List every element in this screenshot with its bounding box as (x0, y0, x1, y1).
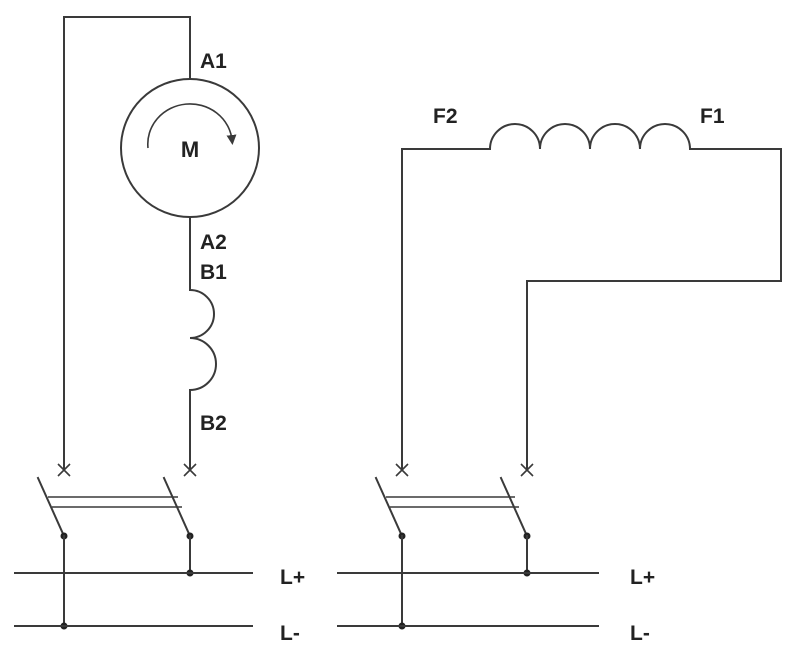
terminal-b2-label: B2 (200, 412, 227, 435)
motor-symbol: M (120, 78, 260, 218)
motor-symbol-label: M (181, 137, 199, 162)
armature-circuit: M A1 A2 B1 B2 (63, 16, 260, 471)
terminal-f2-label: F2 (433, 105, 458, 128)
terminal-a1-label: A1 (200, 50, 227, 73)
left-supply-bus: L+ L- (14, 566, 305, 645)
left-switch-contact-2 (183, 463, 197, 477)
left-switch (36, 463, 197, 630)
terminal-f1-label: F1 (700, 105, 725, 128)
terminal-a2-label: A2 (200, 231, 227, 254)
left-switch-blade-1 (36, 476, 66, 538)
right-positive-rail-label: L+ (630, 566, 655, 589)
field-winding-coil (488, 123, 692, 151)
field-left-wire (401, 148, 491, 471)
left-switch-contact-1 (57, 463, 71, 477)
left-positive-rail-label: L+ (280, 566, 305, 589)
left-negative-rail-label: L- (280, 622, 300, 645)
left-switch-mechanical-link (48, 496, 182, 508)
right-switch-contact-1 (395, 463, 409, 477)
field-circuit: F2 F1 (401, 105, 782, 471)
right-negative-rail-label: L- (630, 622, 650, 645)
right-switch-mechanical-link (386, 496, 519, 508)
rotation-arrow-icon (147, 103, 237, 149)
terminal-b1-label: B1 (200, 261, 227, 284)
field-right-wire (526, 148, 782, 471)
armature-return-wire (63, 16, 191, 471)
right-switch-blade-1 (374, 476, 404, 538)
right-switch (374, 463, 534, 630)
series-winding-coil (188, 288, 217, 392)
right-supply-bus: L+ L- (337, 566, 655, 645)
right-switch-contact-2 (520, 463, 534, 477)
